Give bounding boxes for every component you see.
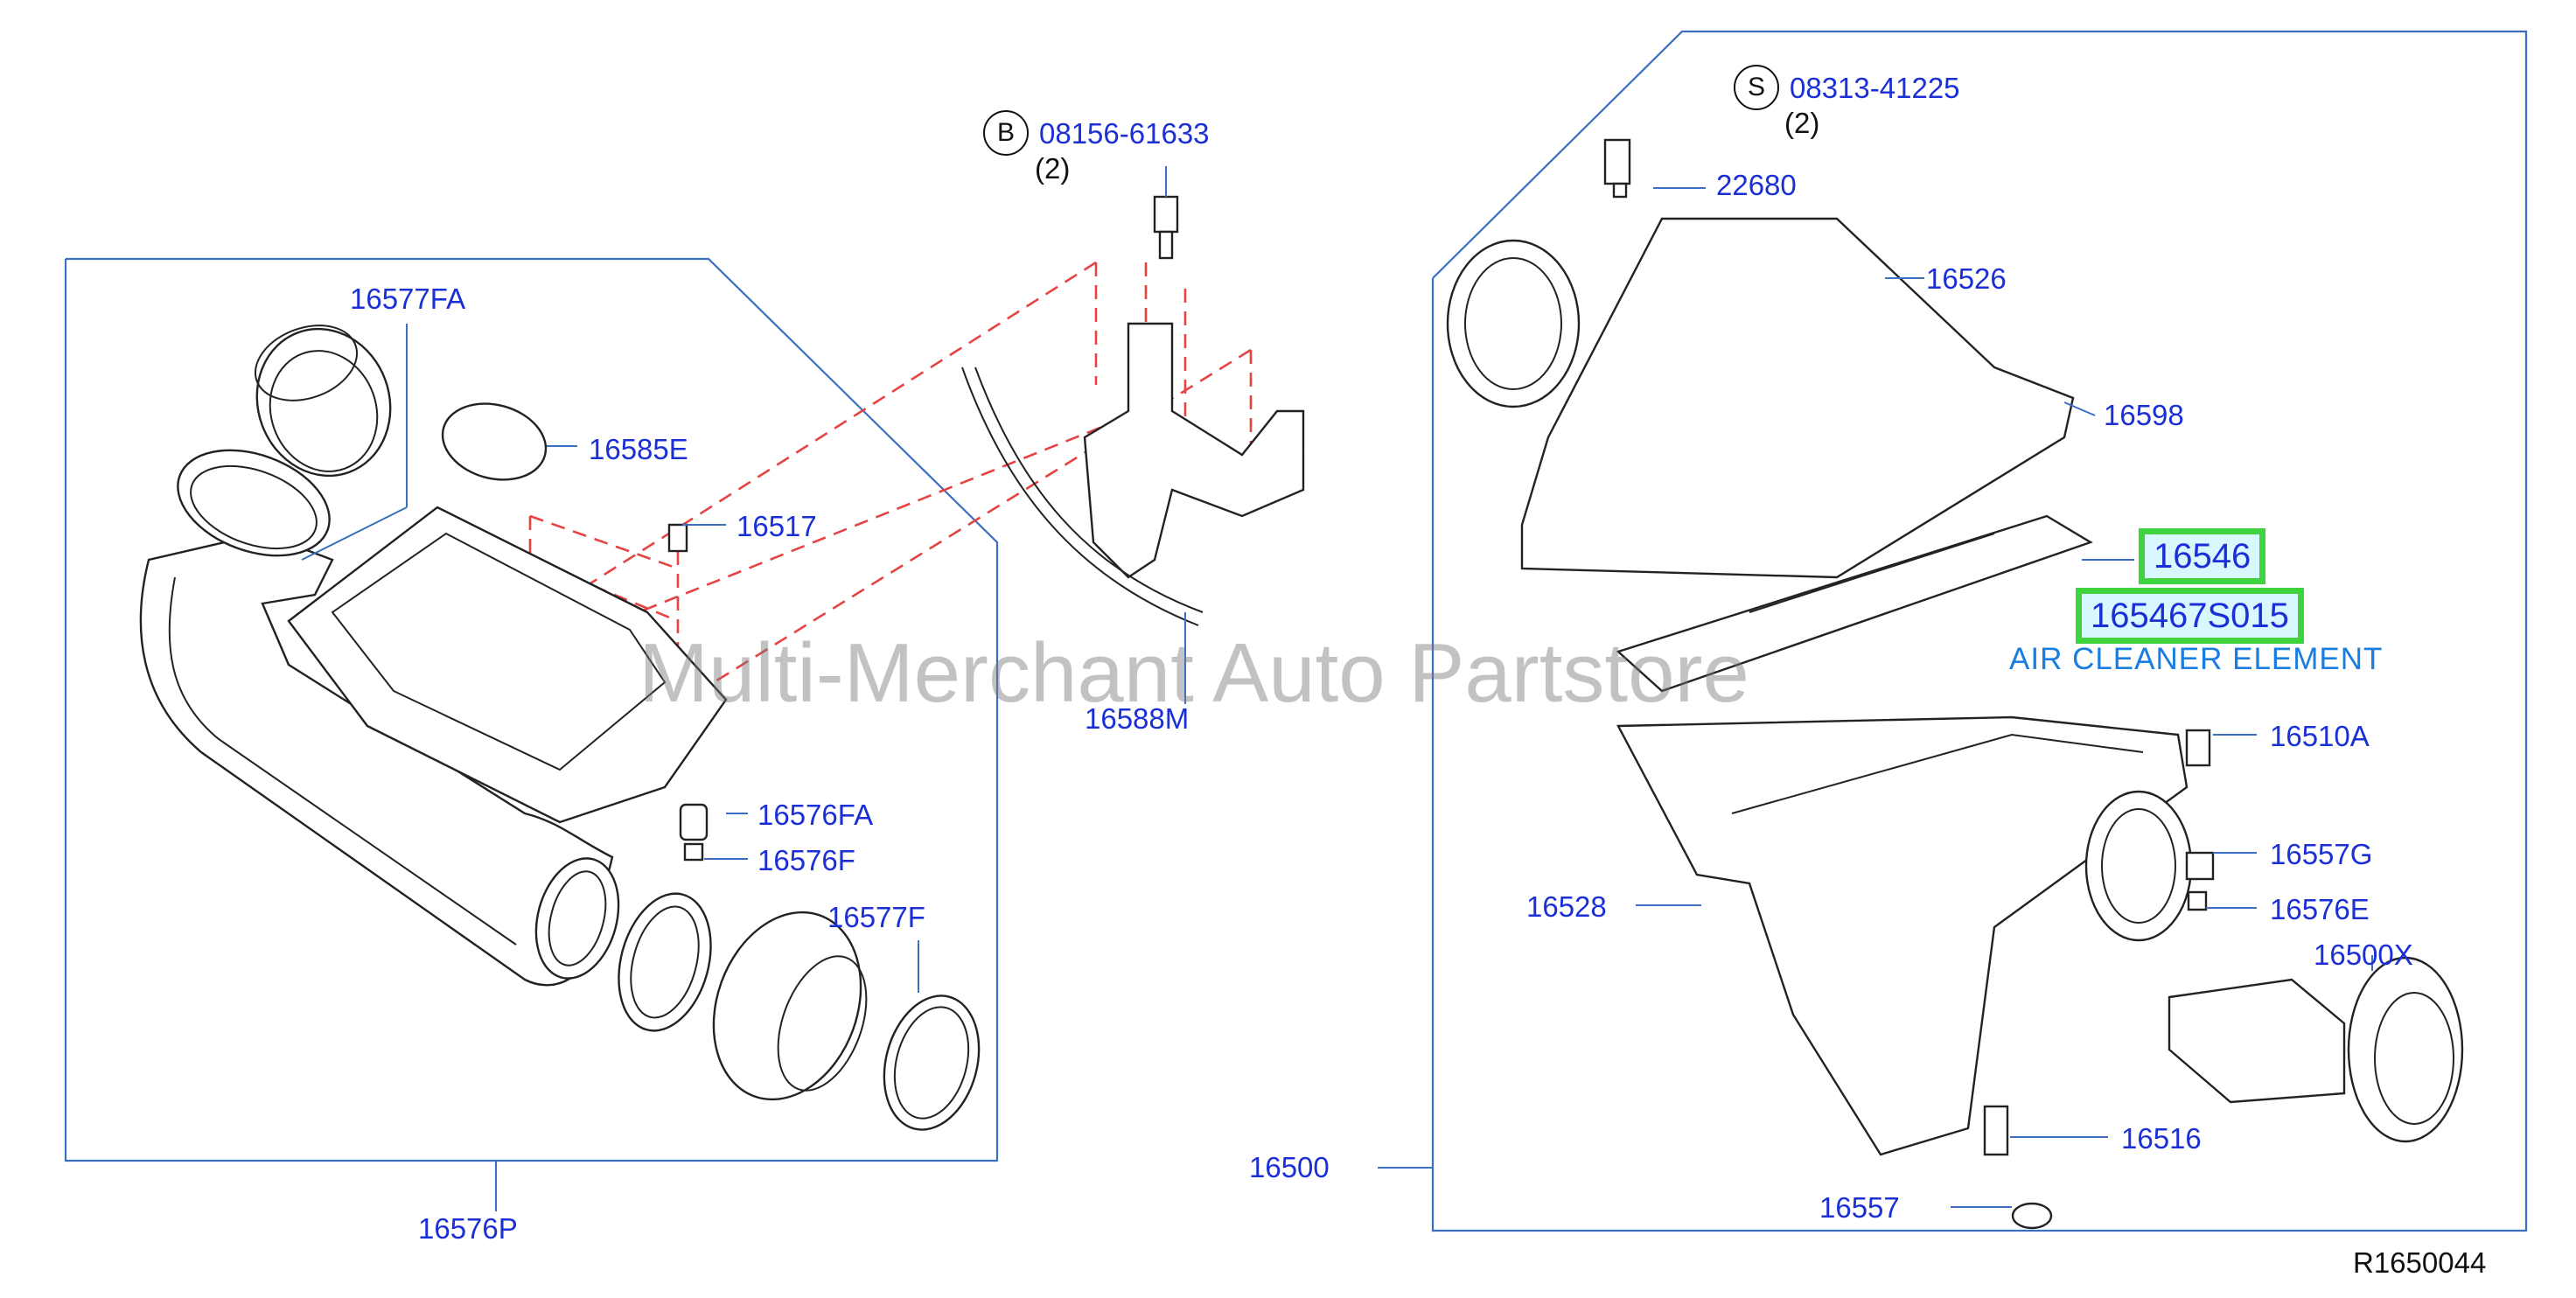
part-label-16500X[interactable]: 16500X [2314, 939, 2413, 971]
part-label-16516[interactable]: 16516 [2121, 1122, 2202, 1155]
screw-callout-s-circle: S [1734, 65, 1779, 110]
left-frame [64, 257, 999, 1162]
clamp-and-hose-drawings [177, 324, 981, 1131]
part-label-16577F[interactable]: 16577F [827, 901, 925, 933]
air-cleaner-housing-drawing [1446, 138, 2464, 1230]
part-label-16510A[interactable]: 16510A [2270, 720, 2370, 752]
right-frame [1431, 30, 2528, 1232]
part-label-22680[interactable]: 22680 [1716, 169, 1797, 201]
part-label-16585E[interactable]: 16585E [589, 433, 688, 465]
bolt-callout-b-circle: B [983, 110, 1029, 156]
screw-part-label-s[interactable]: 08313-41225 [1790, 72, 1960, 104]
bolt-part-label-b[interactable]: 08156-61633 [1039, 117, 1210, 150]
watermark: Multi-Merchant Auto Partstore [639, 626, 1749, 720]
part-label-16526[interactable]: 16526 [1926, 262, 2007, 295]
part-label-16598[interactable]: 16598 [2104, 399, 2184, 431]
intake-duct-drawing [139, 506, 728, 987]
diagram-id: R1650044 [2353, 1246, 2487, 1279]
part-label-16576E[interactable]: 16576E [2270, 893, 2370, 925]
part-label-16576F[interactable]: 16576F [757, 844, 855, 876]
leader-lines [301, 166, 2373, 1211]
part-label-16576FA[interactable]: 16576FA [757, 799, 874, 831]
air-cleaner-element-description: AIR CLEANER ELEMENT [2009, 642, 2384, 676]
part-label-16500[interactable]: 16500 [1249, 1151, 1330, 1183]
part-label-16528[interactable]: 16528 [1526, 890, 1607, 923]
bracket-drawing [961, 195, 1305, 626]
part-label-16577FA[interactable]: 16577FA [350, 283, 466, 315]
part-label-16576P[interactable]: 16576P [418, 1212, 518, 1245]
part-label-16588M[interactable]: 16588M [1085, 702, 1190, 735]
part-label-16557[interactable]: 16557 [1819, 1191, 1900, 1224]
part-label-16557G[interactable]: 16557G [2270, 838, 2373, 870]
part-label-165467S015-highlighted[interactable]: 165467S015 [2076, 588, 2304, 644]
part-label-16517[interactable]: 16517 [736, 510, 817, 542]
part-label-16546-highlighted[interactable]: 16546 [2139, 528, 2266, 584]
bolt-qty-b: (2) [1035, 152, 1071, 185]
screw-qty-s: (2) [1784, 107, 1820, 139]
